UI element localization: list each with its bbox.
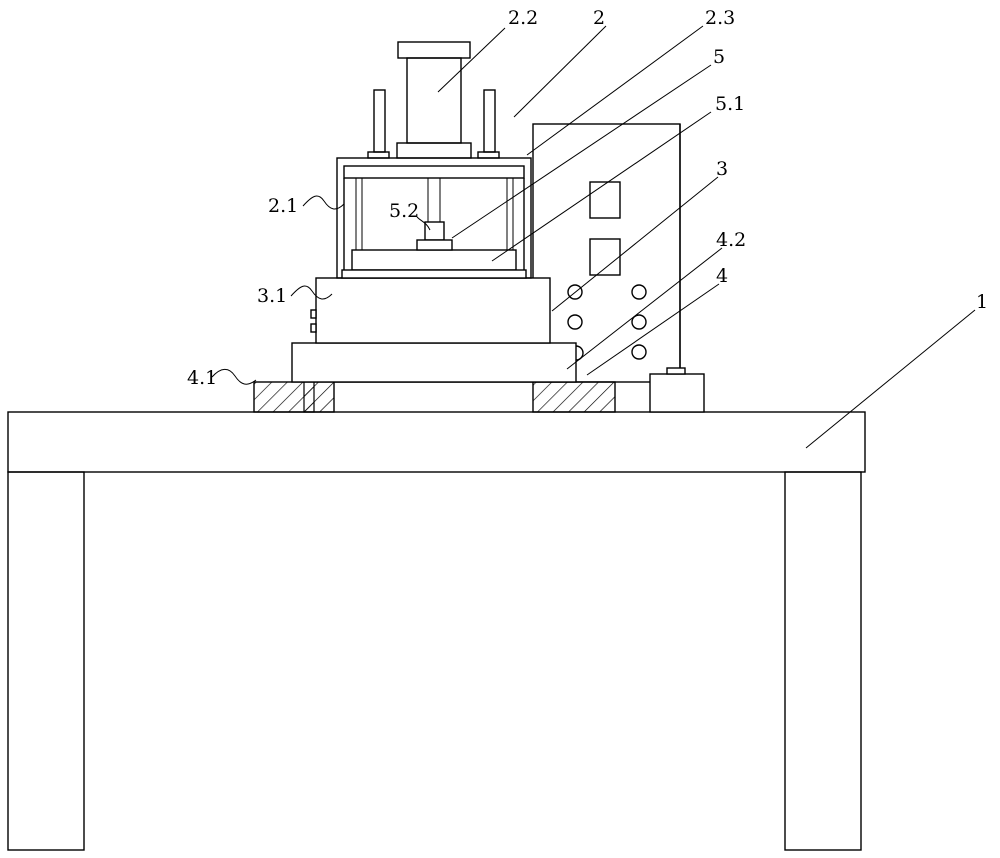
leader-lines bbox=[211, 25, 976, 449]
label-2-3: 2.3 bbox=[705, 7, 735, 29]
lower-plate bbox=[291, 342, 584, 383]
label-3-1: 3.1 bbox=[257, 285, 287, 307]
side-box bbox=[649, 367, 705, 413]
label-5: 5 bbox=[713, 46, 725, 68]
label-2-2: 2.2 bbox=[508, 7, 538, 29]
moving-plates bbox=[341, 249, 527, 279]
punch bbox=[416, 221, 453, 251]
control-cabinet bbox=[532, 123, 681, 383]
base-blocks bbox=[253, 369, 616, 413]
die-base bbox=[310, 277, 551, 344]
label-4-2: 4.2 bbox=[716, 229, 746, 251]
workbench bbox=[7, 411, 866, 851]
callout-labels: 2.2 2 2.3 5 5.1 3 2.1 5.2 4.2 4 1 3.1 4.… bbox=[187, 7, 988, 389]
label-4: 4 bbox=[716, 265, 728, 287]
label-1: 1 bbox=[976, 291, 988, 313]
label-2-1: 2.1 bbox=[268, 195, 298, 217]
cylinder bbox=[367, 41, 500, 159]
label-5-1: 5.1 bbox=[715, 93, 745, 115]
label-5-2: 5.2 bbox=[389, 200, 419, 222]
label-3: 3 bbox=[716, 158, 728, 180]
label-4-1: 4.1 bbox=[187, 367, 217, 389]
label-2: 2 bbox=[593, 7, 605, 29]
